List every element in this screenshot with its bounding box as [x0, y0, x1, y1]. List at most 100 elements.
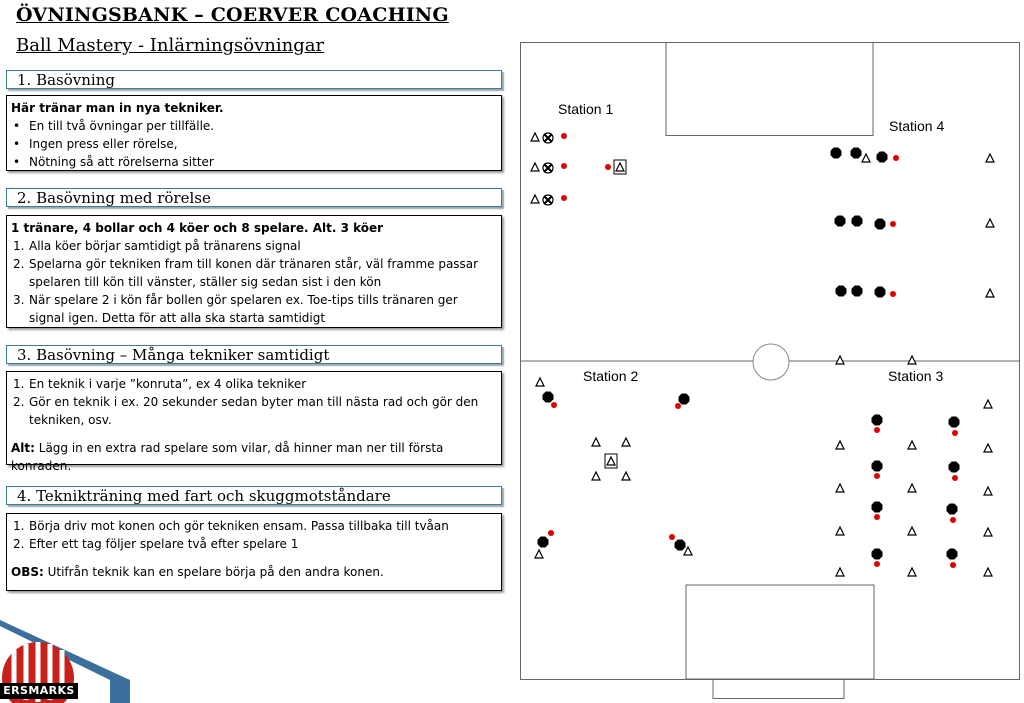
section-3-box: 1. En teknik i varje ”konruta”, ex 4 olik… [6, 371, 502, 473]
section-4-note: OBS: Utifrån teknik kan en spelare börja… [11, 563, 497, 581]
cross-player-mark [543, 163, 553, 173]
player-icon [835, 285, 847, 297]
drill-markers [530, 131, 995, 577]
center-circle [752, 343, 790, 381]
ball-icon [561, 195, 567, 201]
ball-icon [952, 430, 958, 436]
note-label: Alt: [11, 441, 35, 455]
player-icon [946, 548, 958, 560]
list-item-text: En till två övningar per tillfälle. [29, 119, 215, 133]
cone-icon [615, 161, 625, 172]
cross-player-mark [543, 133, 553, 143]
ball-icon [952, 475, 958, 481]
player-icon [851, 285, 863, 297]
cone-icon [621, 436, 631, 447]
list-item: 1. Alla köer börjar samtidigt på tränaren… [11, 237, 497, 255]
ball-icon [950, 517, 956, 523]
list-item-text: Gör en teknik i ex. 20 sekunder sedan by… [29, 395, 479, 427]
section-2-lead: 1 tränare, 4 bollar och 4 köer och 8 spe… [11, 221, 384, 235]
ball-icon [548, 530, 554, 536]
cone-icon [530, 193, 540, 204]
station-4-label: Station 4 [889, 118, 944, 134]
list-item: • Nötning så att rörelserna sitter [11, 153, 497, 171]
ball-icon [605, 164, 611, 170]
station-3-label: Station 3 [888, 368, 943, 384]
cone-icon [985, 152, 995, 163]
ball-icon [874, 561, 880, 567]
cone-icon [983, 398, 993, 409]
station-1-label: Station 1 [558, 101, 613, 117]
number-marker: 2. [13, 537, 25, 551]
list-item: 1. En teknik i varje ”konruta”, ex 4 olik… [11, 375, 497, 393]
goal [712, 679, 845, 699]
section-3-heading: 3. Basövning – Många tekniker samtidigt [6, 345, 502, 364]
cone-icon [907, 354, 917, 365]
cone-icon [983, 566, 993, 577]
player-icon [874, 218, 886, 230]
player-icon [850, 147, 862, 159]
list-item-text: Alla köer börjar samtidigt på tränarens … [29, 239, 301, 253]
cone-icon [907, 439, 917, 450]
section-3-note: Alt: Lägg in en extra rad spelare som vi… [11, 439, 497, 475]
ball-icon [874, 427, 880, 433]
ball-icon [950, 562, 956, 568]
player-icon [876, 151, 888, 163]
section-1-heading: 1. Basövning [6, 70, 502, 89]
cone-icon [985, 217, 995, 228]
cone-icon [606, 455, 616, 466]
ball-icon [890, 291, 896, 297]
list-item: 3.När spelare 2 i kön får bollen gör spe… [11, 291, 497, 327]
cone-icon [835, 354, 845, 365]
player-icon [834, 215, 846, 227]
list-item-text: Nötning så att rörelserna sitter [29, 155, 214, 169]
list-item-text: En teknik i varje ”konruta”, ex 4 olika … [29, 377, 307, 391]
player-icon [871, 501, 883, 513]
ball-icon [890, 221, 896, 227]
station-2-label: Station 2 [583, 368, 638, 384]
number-marker: 1. [13, 377, 25, 391]
cone-icon [534, 548, 544, 559]
cone-icon [591, 436, 601, 447]
list-item: • En till två övningar per tillfälle. [11, 117, 497, 135]
list-item-text: Ingen press eller rörelse, [29, 137, 178, 151]
section-1-lead: Här tränar man in nya tekniker. [11, 101, 224, 115]
number-marker: 1. [13, 519, 25, 533]
note-label: OBS: [11, 565, 44, 579]
cone-icon [907, 525, 917, 536]
note-text: Utifrån teknik kan en spelare börja på d… [43, 565, 384, 579]
list-item: 2. Spelarna gör tekniken fram till konen … [11, 255, 497, 291]
pitch-diagram: Station 1 Station 2 Station 3 Station 4 [520, 42, 1020, 699]
cone-icon [535, 376, 545, 387]
player-icon [542, 391, 554, 403]
cone-icon [835, 482, 845, 493]
cross-player-mark [543, 195, 553, 205]
section-4-box: 1.Börja driv mot konen och gör tekniken … [6, 513, 502, 591]
bullet-marker: • [13, 155, 21, 169]
cone-icon [985, 287, 995, 298]
logo-ball-stripes [11, 642, 65, 702]
cone-icon [983, 526, 993, 537]
number-marker: 2. [13, 257, 25, 271]
page-subtitle: Ball Mastery - Inlärningsövningar [16, 35, 325, 56]
ball-icon [874, 514, 880, 520]
section-4-heading: 4. Teknikträning med fart och skuggmotst… [6, 486, 502, 505]
player-icon [678, 393, 690, 405]
list-item: 2. Efter ett tag följer spelare två efter… [11, 535, 497, 553]
section-1-box: Här tränar man in nya tekniker. • En till… [6, 95, 502, 171]
list-item-text: Efter ett tag följer spelare två efter s… [29, 537, 299, 551]
top-penalty-area [665, 42, 874, 136]
player-icon [948, 461, 960, 473]
number-marker: 1. [13, 239, 25, 253]
cone-icon [530, 131, 540, 142]
page-title: ÖVNINGSBANK – COERVER COACHING [16, 4, 449, 26]
list-item-text: Spelarna gör tekniken fram till konen dä… [29, 257, 479, 289]
player-icon [851, 215, 863, 227]
cone-icon [835, 439, 845, 450]
bullet-marker: • [13, 137, 21, 151]
bullet-marker: • [13, 119, 21, 133]
player-icon [537, 536, 549, 548]
number-marker: 2. [13, 395, 25, 409]
note-text: Lägg in en extra rad spelare som vilar, … [11, 441, 444, 473]
ball-icon [669, 534, 675, 540]
cone-icon [907, 566, 917, 577]
